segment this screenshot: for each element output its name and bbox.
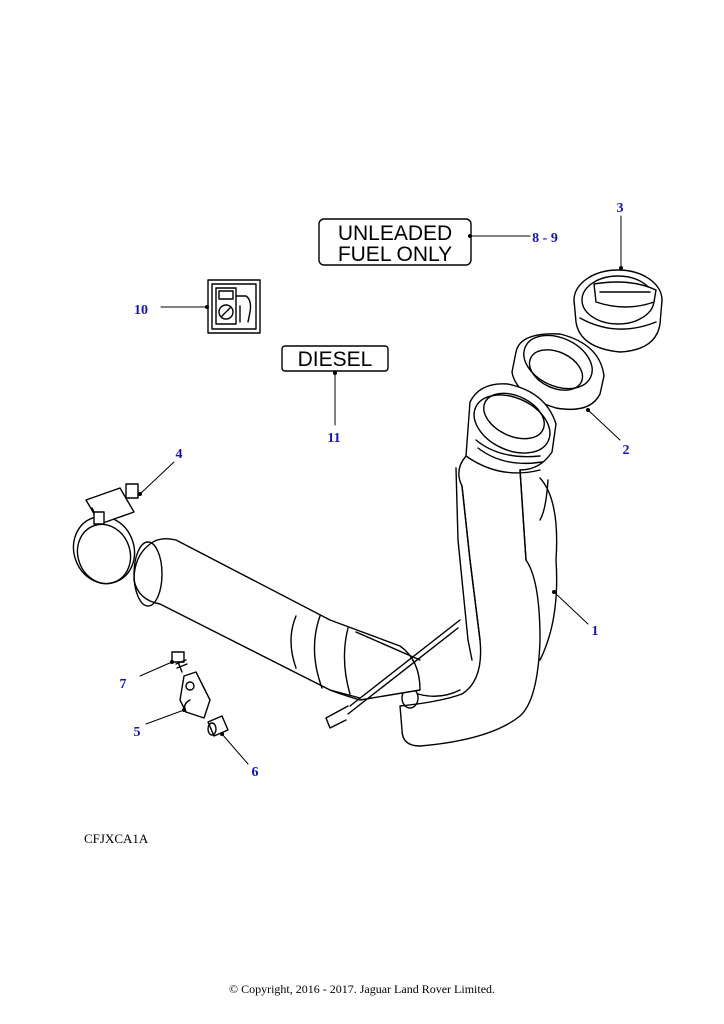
hose-clamp (72, 483, 139, 585)
callout-1: 1 (592, 624, 599, 639)
filler-neck-pipe (399, 383, 558, 747)
callout-7: 7 (120, 677, 127, 692)
callout-3: 3 (617, 201, 624, 216)
diesel-label-text: DIESEL (298, 348, 373, 371)
callout-4: 4 (176, 447, 183, 462)
unleaded-label-line1: UNLEADED (338, 222, 452, 245)
callout-2: 2 (623, 443, 630, 458)
callout-6: 6 (252, 765, 259, 780)
grommet (207, 715, 229, 737)
filler-lower-tube (133, 537, 421, 701)
filler-cap (573, 269, 663, 353)
fuel-pump-label-icon (207, 279, 261, 334)
leader-lines (139, 215, 622, 765)
callout-10: 10 (134, 303, 148, 318)
unleaded-label-line2: FUEL ONLY (338, 243, 452, 266)
mounting-bracket (179, 671, 211, 719)
copyright-notice: © Copyright, 2016 - 2017. Jaguar Land Ro… (228, 982, 496, 996)
vent-tube (325, 619, 461, 729)
screw (171, 651, 188, 673)
callout-11: 11 (327, 431, 340, 446)
callout-8-9: 8 - 9 (532, 231, 558, 246)
filler-seal-ring (511, 333, 605, 411)
diagram-code: CFJXCA1A (84, 831, 149, 846)
unleaded-label (318, 218, 472, 266)
callout-5: 5 (134, 725, 141, 740)
